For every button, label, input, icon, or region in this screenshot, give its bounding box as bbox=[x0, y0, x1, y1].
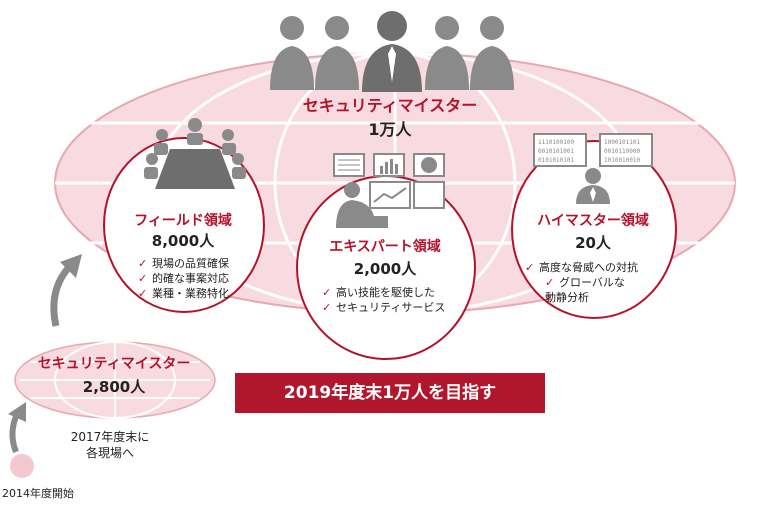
high-master-bullet-1: 高度な脅威への対抗 bbox=[525, 260, 665, 275]
expert-domain-bullets: 高い技能を駆使した セキュリティサービス bbox=[322, 285, 462, 315]
high-master-domain-bullets: 高度な脅威への対抗 グローバルな 動静分析 bbox=[525, 260, 665, 305]
goal-banner: 2019年度末1万人を目指す bbox=[235, 373, 545, 413]
binary-left-0: 1110100100 bbox=[538, 139, 575, 146]
field-domain-count: 8,000人 bbox=[151, 232, 215, 250]
high-master-bullet-3: 動静分析 bbox=[545, 290, 665, 305]
expert-domain-title: エキスパート領域 bbox=[329, 239, 441, 255]
high-master-domain-count: 20人 bbox=[575, 234, 611, 252]
binary-right-0: 1000101101 bbox=[604, 139, 641, 146]
field-bullet-2: 的確な事案対応 bbox=[138, 271, 258, 286]
field-bullet-3: 業種・業務特化 bbox=[138, 286, 258, 301]
team-people-icon bbox=[270, 11, 514, 92]
milestone-2017-line2: 各現場へ bbox=[85, 446, 134, 460]
top-heading-count: 1万人 bbox=[368, 120, 412, 139]
analyst-monitors-icon bbox=[333, 153, 445, 228]
growth-arrow-upper-icon bbox=[50, 254, 82, 327]
expert-bullet-1: 高い技能を駆使した bbox=[322, 285, 462, 300]
binary-right-2: 1010010010 bbox=[604, 157, 641, 164]
field-bullet-1: 現場の品質確保 bbox=[138, 256, 258, 271]
binary-analyst-icon: 1110100100 0010101001 0101010101 1000101… bbox=[533, 133, 653, 204]
expert-bullet-2: セキュリティサービス bbox=[322, 300, 462, 315]
binary-left-2: 0101010101 bbox=[538, 157, 575, 164]
start-2014-dot bbox=[10, 454, 34, 478]
field-domain-bullets: 現場の品質確保 的確な事案対応 業種・業務特化 bbox=[138, 256, 258, 301]
binary-right-1: 0010110000 bbox=[604, 148, 641, 155]
meeting-table-icon bbox=[144, 118, 246, 189]
growth-arrow-lower-icon bbox=[8, 402, 26, 454]
start-2014-label: 2014年度開始 bbox=[2, 487, 74, 500]
small-globe-count: 2,800人 bbox=[82, 378, 146, 396]
high-master-domain-title: ハイマスター領域 bbox=[537, 213, 649, 229]
top-heading-title: セキュリティマイスター bbox=[302, 96, 478, 115]
binary-left-1: 0010101001 bbox=[538, 148, 575, 155]
small-globe-graphic bbox=[14, 341, 216, 419]
small-globe-title: セキュリティマイスター bbox=[37, 356, 191, 372]
milestone-2017-line1: 2017年度末に bbox=[70, 430, 150, 444]
high-master-bullet-2: グローバルな bbox=[545, 275, 665, 290]
field-domain-title: フィールド領域 bbox=[134, 213, 232, 229]
expert-domain-count: 2,000人 bbox=[353, 260, 417, 278]
